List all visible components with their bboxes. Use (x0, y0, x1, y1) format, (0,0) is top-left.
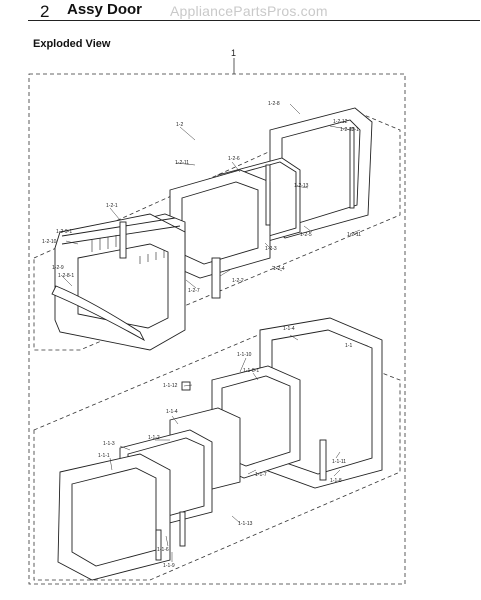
callout-1-1-2: 1-1-2 (148, 435, 160, 441)
upper-door-parts (51, 107, 373, 351)
callout-1-2-8: 1-2-8 (268, 101, 280, 107)
callout-1-2-3: 1-2-3 (265, 246, 277, 252)
section-number: 2 (40, 2, 50, 21)
callout-1-2-13: 1-2-13 (294, 183, 309, 189)
callout-1-2-11-a: 1-2-11 (175, 160, 189, 166)
callout-1-1-12: 1-1-12 (163, 383, 178, 389)
lower-hinge-right (319, 439, 327, 481)
upper-front-vents (91, 235, 165, 264)
callout-1-2-9: 1-2-9 (52, 265, 64, 271)
door-handle (51, 285, 146, 342)
callout-1-2-11-b: 1-2-11 (347, 232, 361, 238)
callout-1-1-11: 1-1-11 (332, 459, 346, 465)
callout-upper-group: 1-2 (176, 122, 183, 128)
lower-group-frame (33, 329, 401, 581)
callout-1-2-6: 1-2-6 (228, 156, 240, 162)
callout-lower-group: 1-1 (345, 343, 352, 349)
lower-front-door (57, 453, 171, 581)
lower-door-parts (57, 317, 383, 581)
hinge-strip-right (349, 127, 355, 209)
callout-1-1-6: 1-1-6 (157, 547, 169, 553)
header-rule (28, 20, 480, 21)
callout-1-2-1: 1-2-1 (106, 203, 118, 209)
upper-group-frame (33, 111, 401, 351)
callout-1-1-3: 1-1-3 (103, 441, 115, 447)
trim-left (119, 221, 127, 259)
callout-1-2-4: 1-2-4 (273, 266, 285, 272)
callout-1-1-8-1: 1-1-8-1 (243, 368, 259, 374)
callout-1-1-9: 1-1-9 (163, 563, 175, 569)
callout-1-1-8: 1-1-8 (330, 478, 342, 484)
callout-1-2-10: 1-2-10 (42, 239, 57, 245)
leader-lines (61, 103, 369, 562)
lower-hinge-front (155, 529, 162, 561)
callout-1-2-9-1: 1-2-9-1 (56, 229, 72, 235)
callout-1-2-5: 1-2-5 (300, 232, 312, 238)
callout-1-2-7: 1-2-7 (188, 288, 200, 294)
callout-1-2-12-1: 1-2-12-1 (340, 127, 359, 133)
callout-1-1-4-b: 1-1-4 (166, 409, 178, 415)
callout-1-1-13: 1-1-13 (238, 521, 253, 527)
callout-assembly: 1 (231, 48, 236, 58)
section-title: Assy Door (67, 1, 143, 18)
assembly-frame (28, 73, 406, 585)
callout-1-1-4-a: 1-1-4 (283, 326, 295, 332)
callout-1-2-2: 1-2-2 (232, 278, 244, 284)
callout-1-2-8-1: 1-2-8-1 (58, 273, 74, 279)
diagram-subtitle: Exploded View (33, 38, 111, 50)
callout-1-1-10: 1-1-10 (237, 352, 252, 358)
page-header: 2 Assy Door AppliancePartsPros.com (0, 0, 481, 24)
callout-1-2-12: 1-2-12 (333, 119, 348, 125)
callout-1-1-7: 1-1-7 (255, 472, 267, 478)
lower-hinge-left (179, 511, 186, 547)
hinge-strip (265, 164, 271, 226)
trim-right (211, 257, 221, 299)
callout-1-1-1: 1-1-1 (98, 453, 110, 459)
watermark: AppliancePartsPros.com (170, 3, 328, 19)
